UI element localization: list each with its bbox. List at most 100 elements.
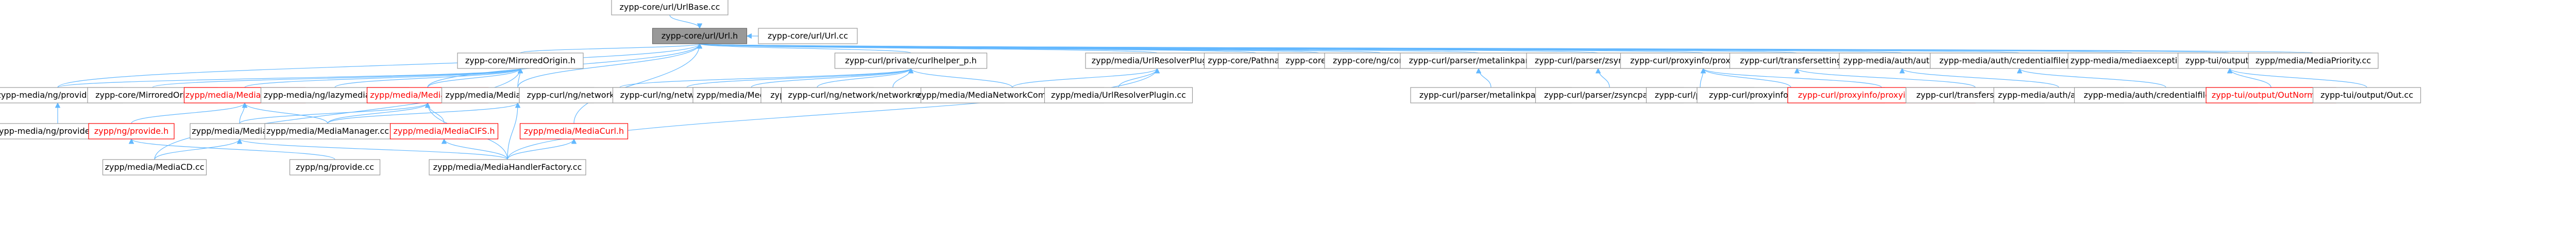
node-box: [611, 0, 728, 15]
edge-proxyinfo-h-to-libproxy-cc: [1703, 68, 1791, 88]
edge-mediacifs-h-to-mhfactory-cc: [444, 138, 508, 160]
edge-proxyinfo-h-to-proxysysconfig-h: [1703, 68, 1882, 88]
edge-metalink-h-to-metalink-cc: [1479, 68, 1492, 88]
edge-authdata-h-to-authdata-cc: [1902, 68, 2059, 88]
edge-output-h-to-outnormal-h: [2230, 68, 2272, 88]
node-url-cc[interactable]: zypp-core/url/Url.cc: [758, 28, 858, 44]
edge-root-to-providespec-h: [57, 43, 700, 88]
node-label: zypp-core/MirroredOrigin.cc: [95, 90, 210, 100]
node-mediaexception-h[interactable]: zypp-media/mediaexception.h: [2067, 52, 2198, 69]
edge-mediamanager-h-to-provide-h: [131, 102, 245, 124]
node-box: [2248, 52, 2379, 69]
node-mediapriority-cc[interactable]: zypp/media/MediaPriority.cc: [2248, 52, 2379, 69]
edge-root-to-urlbase-cc: [669, 14, 700, 29]
node-box: [652, 28, 748, 44]
edge-curlhelper-h-to-curlhelper-cc: [817, 68, 911, 88]
edge-provide-h-to-provide-cc: [131, 138, 335, 160]
node-provide-cc[interactable]: zypp/ng/provide.cc: [289, 159, 381, 176]
node-label: zypp/media/MediaHandlerFactory.cc: [433, 162, 582, 172]
node-label: zypp-curl/parser/metalinkparser.h: [1409, 56, 1549, 65]
edge-mediacd-h-to-mhfactory-cc: [240, 138, 508, 160]
node-root[interactable]: zypp-core/url/Url.h: [652, 28, 748, 44]
node-label: zypp-tui/output/Out.cc: [2320, 90, 2413, 100]
edge-mirrored-h-to-providespec-h: [57, 68, 520, 88]
edge-zsync-h-to-zsync-cc: [1598, 68, 1610, 88]
node-box: [758, 28, 858, 44]
node-mediacurl-h[interactable]: zypp/media/MediaCurl.h: [519, 123, 629, 139]
node-mhfactory-cc[interactable]: zypp/media/MediaHandlerFactory.cc: [429, 159, 586, 176]
node-label: zypp-tui/output/OutNormal.h: [2212, 90, 2331, 100]
node-box: [834, 52, 988, 69]
node-label: zypp/media/MediaPriority.cc: [2256, 56, 2371, 65]
edge-mediamanager-h-to-mediamanager-cc: [245, 102, 328, 124]
edge-mirrored-h-to-mediamanager-h: [244, 68, 520, 88]
edge-mediahandler-h-to-mediacd-h: [239, 102, 428, 124]
edge-root-to-mediapriority-cc: [700, 44, 2314, 54]
node-label: zypp/media/MediaCurl.h: [524, 126, 624, 136]
edge-root-to-curlhelper-h: [700, 43, 911, 54]
edge-curlhelper-h-to-curlrequest-cc: [686, 68, 911, 88]
edge-mediacd-h-to-mediacd-cc: [154, 138, 240, 160]
node-label: zypp/media/MediaCD.cc: [105, 162, 204, 172]
node-label: zypp-core/url/Url.cc: [768, 31, 848, 41]
node-label: zypp-core/MirroredOrigin.h: [465, 56, 575, 65]
node-label: zypp/media/MediaManager.cc: [266, 126, 389, 136]
node-mirrored-h[interactable]: zypp-core/MirroredOrigin.h: [457, 52, 584, 69]
node-mediacifs-h[interactable]: zypp/media/MediaCIFS.h: [389, 123, 499, 139]
edge-output-h-to-output-cc: [2230, 68, 2367, 88]
edge-mirrored-h-to-mediacd-cc: [154, 68, 520, 160]
edge-mediahandler-h-to-mediamanager-cc: [327, 102, 428, 124]
node-box: [264, 123, 391, 139]
node-provide-h[interactable]: zypp/ng/provide.h: [88, 123, 175, 139]
node-box: [88, 123, 175, 139]
node-urlresolver-cc[interactable]: zypp/media/UrlResolverPlugin.cc: [1044, 87, 1193, 103]
node-label: zypp-media/mediaexception.h: [2071, 56, 2195, 65]
node-box: [102, 159, 207, 176]
edge-curlhelper-h-to-mediacurl2-cc: [751, 68, 911, 88]
node-label: zypp-core/url/UrlBase.cc: [620, 2, 720, 12]
edge-mhfactory-h-to-mediamanager-cc: [327, 102, 518, 124]
node-label: zypp-curl/private/curlhelper_p.h: [845, 56, 977, 66]
edge-proxyinfo-h-to-proxyinfo-cc: [1700, 68, 1703, 88]
edge-urlresolver-h-to-netcommon-cc: [1012, 68, 1157, 88]
node-box: [2312, 87, 2421, 103]
node-box: [389, 123, 499, 139]
node-label: zypp-curl/transfersettings.h: [1740, 56, 1854, 65]
edge-urlresolver-h-to-mhfactory-cc: [507, 68, 1157, 160]
node-mediacd-cc[interactable]: zypp/media/MediaCD.cc: [102, 159, 207, 176]
node-label: zypp/media/UrlResolverPlugin.cc: [1051, 90, 1186, 100]
file-nodes: zypp-core/url/Url.h zypp-core/url/Url.cc z…: [0, 0, 2421, 176]
node-box: [1044, 87, 1193, 103]
node-urlbase-cc[interactable]: zypp-core/url/UrlBase.cc: [611, 0, 728, 15]
node-box: [429, 159, 586, 176]
node-curlhelper-h[interactable]: zypp-curl/private/curlhelper_p.h: [834, 52, 988, 69]
edge-mhfactory-h-to-mhfactory-cc: [507, 103, 518, 160]
node-label: zypp/ng/provide.cc: [296, 162, 374, 172]
node-label: zypp/ng/provide.h: [94, 126, 169, 136]
node-box: [2067, 52, 2198, 69]
node-label: zypp/media/MediaCIFS.h: [393, 126, 495, 136]
node-label: zypp/media/UrlResolverPlugin.h: [1092, 56, 1223, 65]
node-label: zypp-media/auth/credentialfilereader.h: [1939, 56, 2099, 65]
edge-mirrored-h-to-lazymediahandle-h: [334, 68, 520, 88]
edge-credfilereader-h-to-credfilereader-cc: [2020, 68, 2166, 88]
node-box: [519, 123, 629, 139]
node-box: [457, 52, 584, 69]
edge-transfersettings-h-to-transfersettings-cc: [1797, 68, 1976, 88]
edge-mirrored-h-to-mirrored-cc: [152, 68, 520, 88]
edge-curlhelper-h-to-curlnetreq-cc: [619, 68, 911, 88]
edge-mirrored-h-to-mediahandler-h: [427, 68, 520, 88]
node-label: zypp/media/MediaCD.h: [192, 126, 287, 136]
dependency-edges: [57, 14, 2367, 160]
edge-mediacurl-h-to-mhfactory-cc: [507, 138, 574, 160]
node-mediamanager-cc[interactable]: zypp/media/MediaManager.cc: [264, 123, 391, 139]
node-box: [289, 159, 381, 176]
edge-root-to-mirrored-h: [520, 43, 700, 54]
node-output-cc[interactable]: zypp-tui/output/Out.cc: [2312, 87, 2421, 103]
edge-root-to-mhfactory-h: [517, 43, 700, 88]
node-label: zypp-core/url/Url.h: [662, 31, 738, 41]
node-label: zypp-curl/parser/metalinkparser.cc: [1419, 90, 1563, 100]
edge-curlhelper-h-to-netcommon-cc: [911, 68, 1013, 88]
node-label: zypp-curl/parser/zsyncparser.cc: [1544, 90, 1675, 100]
